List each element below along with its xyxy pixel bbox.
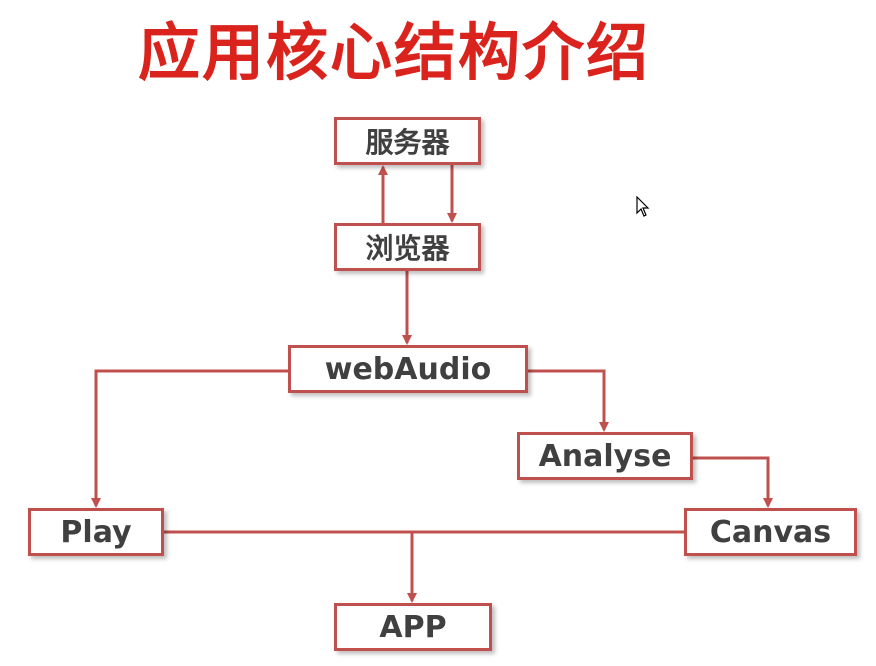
diagram-title: 应用核心结构介绍 (138, 16, 651, 89)
node-canvas: Canvas (684, 508, 857, 556)
arrow-webaudio-to-analyse (528, 369, 609, 432)
node-server: 服务器 (334, 117, 481, 165)
node-app: APP (334, 603, 492, 651)
arrow-webaudio-to-play (91, 369, 288, 508)
node-analyse: Analyse (517, 432, 693, 480)
node-webaudio: webAudio (288, 345, 528, 393)
node-play: Play (28, 508, 164, 556)
mouse-pointer-icon (636, 196, 650, 217)
node-browser: 浏览器 (334, 223, 481, 271)
arrow-analyse-to-canvas (693, 456, 773, 508)
